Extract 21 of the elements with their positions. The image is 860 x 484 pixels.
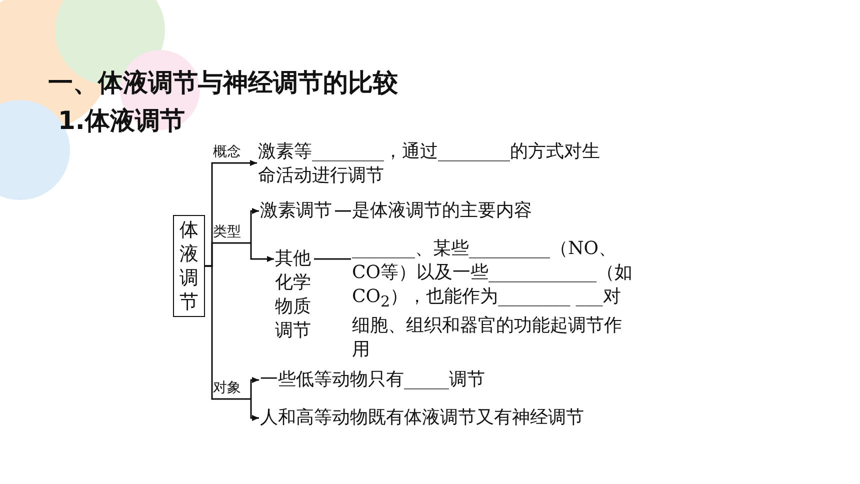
arrow (250, 208, 259, 243)
branch-label: 类型 (213, 222, 251, 242)
connector-line (205, 265, 214, 400)
arrow (250, 243, 274, 262)
label-box: 体液调节 (173, 215, 205, 317)
heading: 一、体液调节与神经调节的比较 (48, 67, 398, 99)
arrow (250, 377, 259, 399)
subheading: 1.体液调节 (58, 105, 185, 137)
type-text: 其他化学物质调节 (275, 247, 313, 343)
target-text: 一些低等动物只有_____调节 (260, 368, 580, 392)
arrow (250, 160, 257, 166)
type-text: 是体液调节的主要内容 (352, 199, 572, 223)
description-text: _______、某些_________（NO、CO等）以及一些____________（如CO$_{2}$），也能作为________ ___对细胞、组织和器官的功能起调节作用 (352, 237, 637, 362)
arrow (250, 399, 259, 421)
branch-label: 概念 (213, 142, 251, 162)
connector-line (335, 210, 351, 212)
concept-text: 激素等________，通过________的方式对生命活动进行调节 (258, 140, 603, 188)
branch-label: 对象 (213, 378, 251, 398)
type-text: 激素调节 (260, 199, 334, 223)
target-text: 人和高等动物既有体液调节又有神经调节 (260, 406, 585, 430)
connector-line (314, 258, 351, 260)
